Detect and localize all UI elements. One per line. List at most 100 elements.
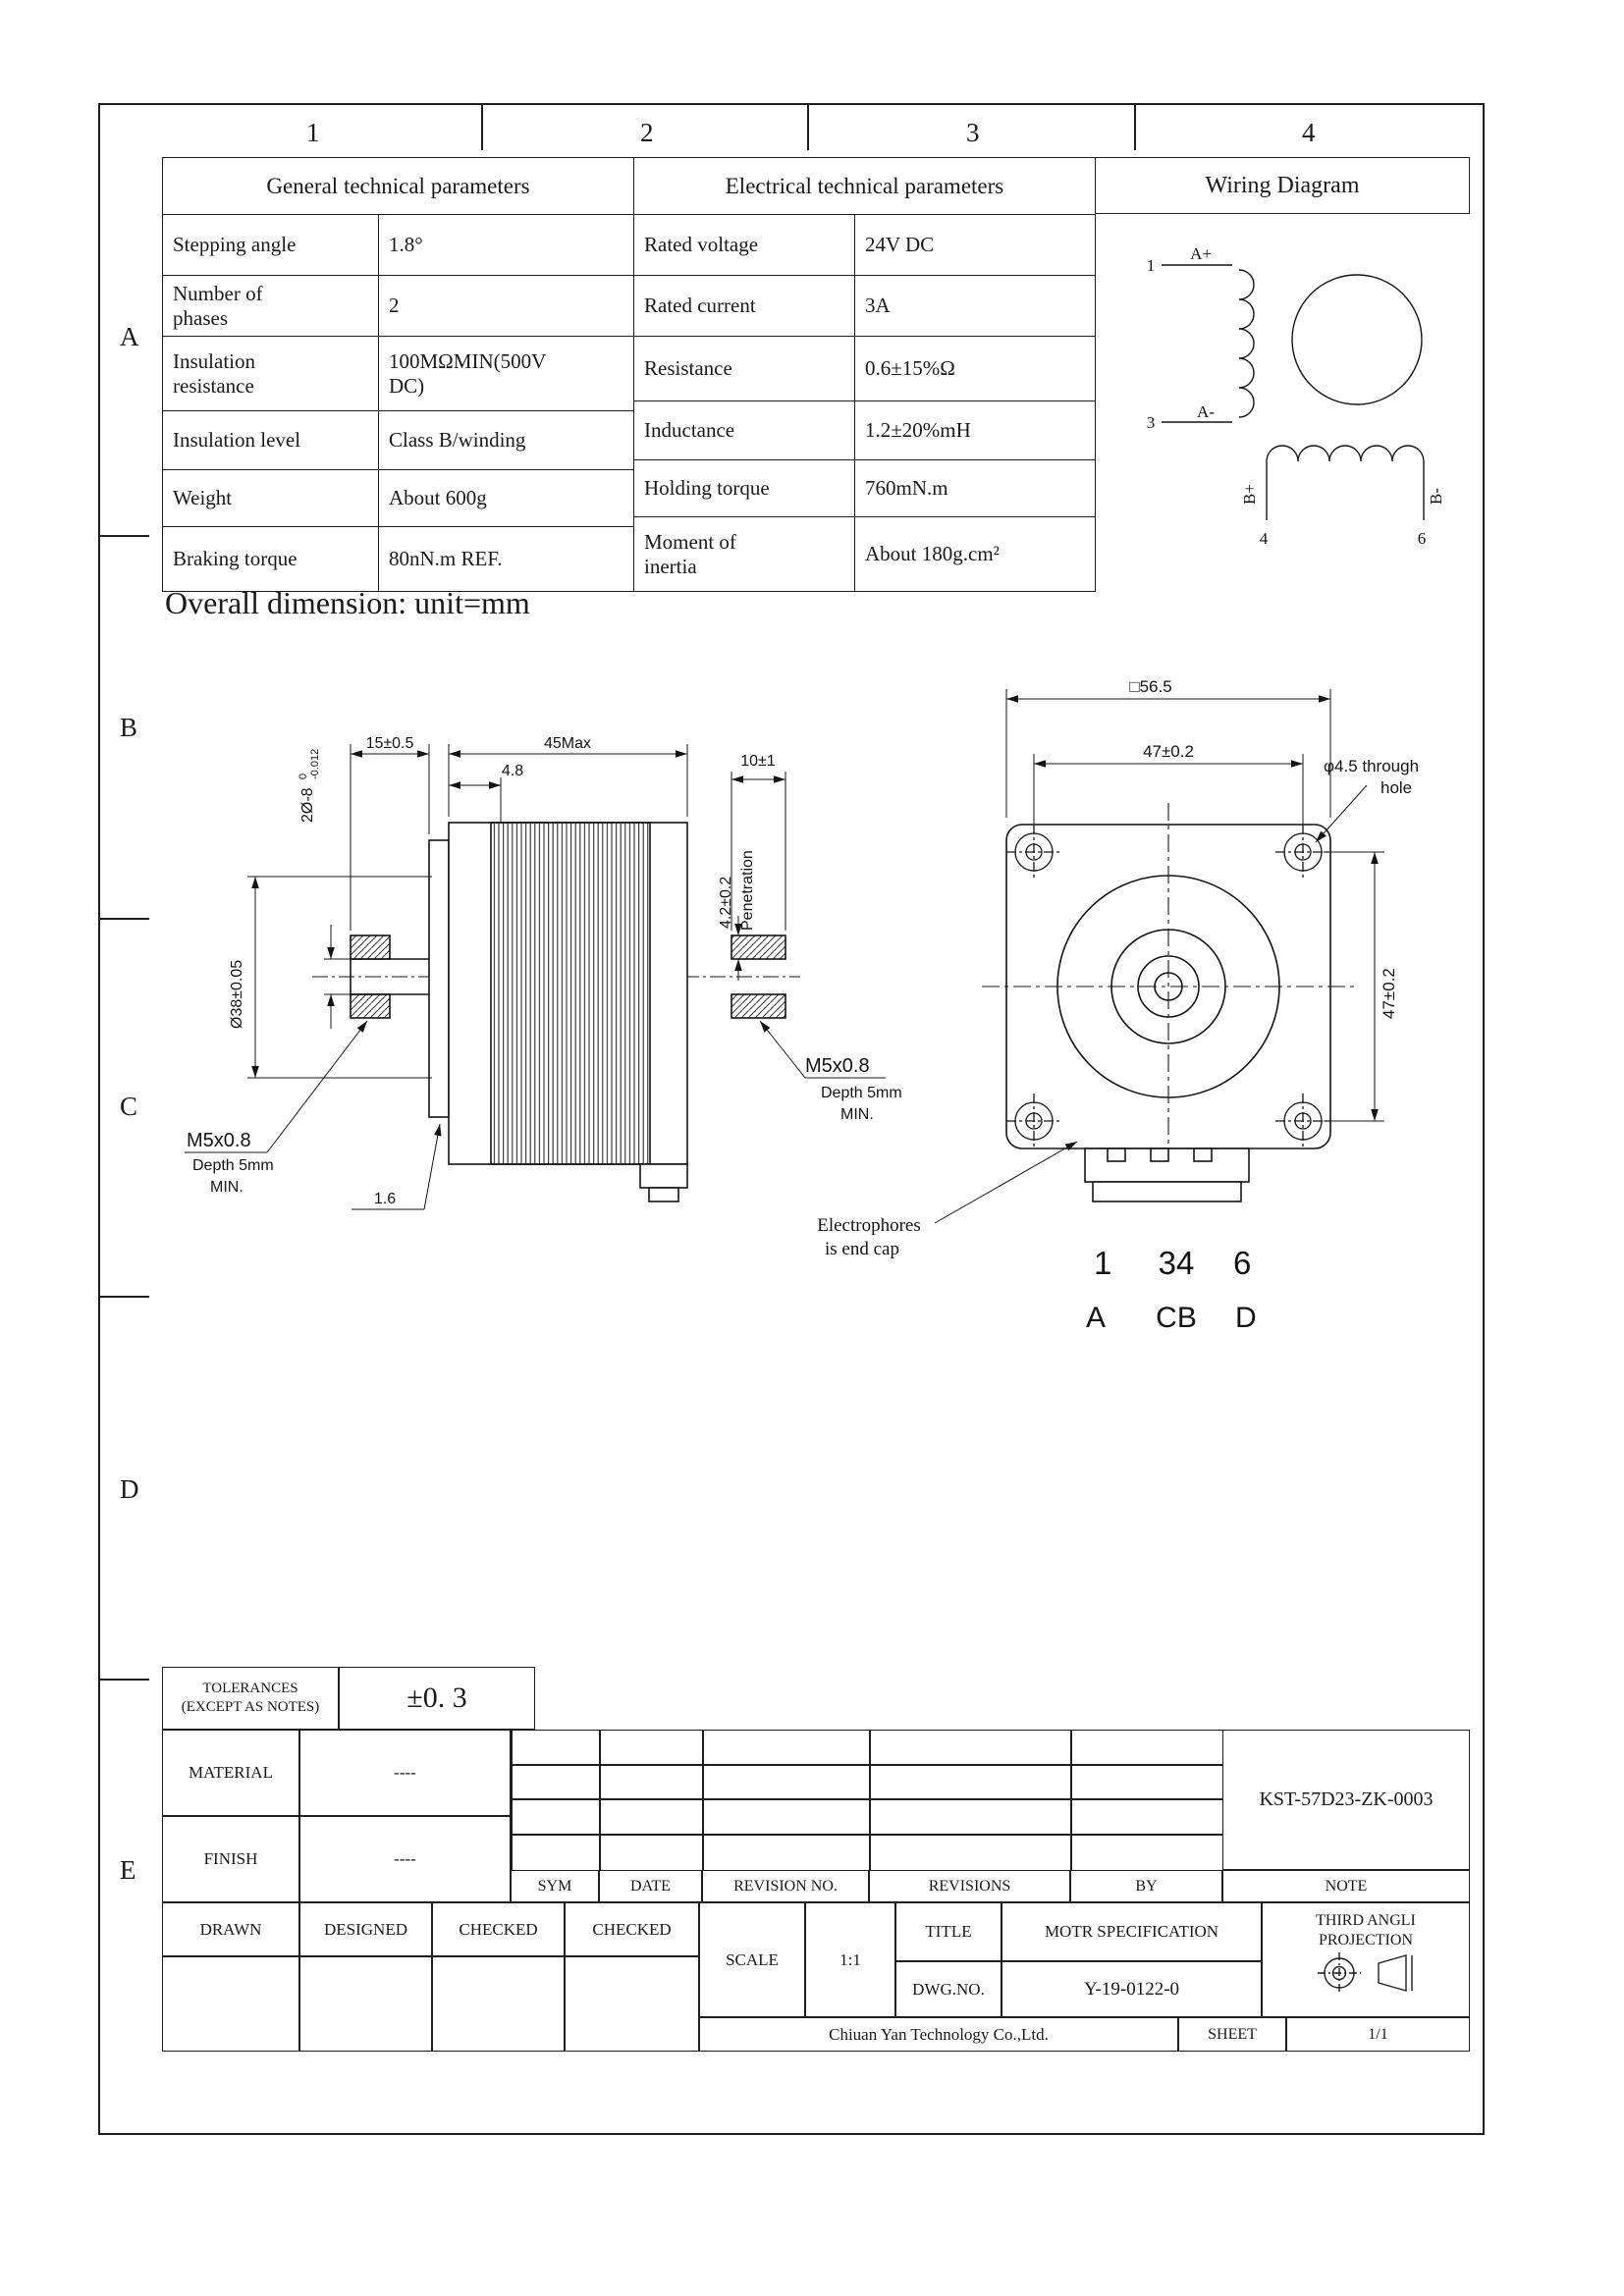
- projection-cell: THIRD ANGLI PROJECTION: [1262, 1902, 1470, 2017]
- svg-text:2Ø-8: 2Ø-8: [299, 787, 316, 823]
- param-value: 2: [378, 275, 634, 337]
- row-tick: [98, 535, 149, 537]
- dim-15: 15±0.5: [366, 735, 414, 752]
- param-label: Rated voltage: [633, 214, 855, 276]
- wiring-pin3-label: 3: [1147, 413, 1156, 432]
- rear-connector-tab: [648, 1187, 679, 1202]
- by-header: BY: [1070, 1870, 1222, 1902]
- param-value: 1.8°: [378, 214, 634, 276]
- electrical-parameters-table: Electrical technical parameters Rated vo…: [633, 157, 1096, 592]
- param-label: Holding torque: [633, 459, 855, 517]
- row-label-c: C: [120, 1092, 138, 1121]
- param-value: About 600g: [378, 469, 634, 527]
- col-tick: [481, 103, 483, 150]
- overall-dimension-heading: Overall dimension: unit=mm: [165, 585, 530, 620]
- param-label: Resistance: [633, 336, 855, 401]
- col-tick: [807, 103, 809, 150]
- thread-note-right: M5x0.8: [805, 1055, 870, 1077]
- checked-value-2: [565, 1956, 699, 2052]
- note-header: NOTE: [1222, 1870, 1470, 1902]
- projection-line2: PROJECTION: [1318, 1932, 1413, 1949]
- param-value: About 180g.cm²: [854, 516, 1096, 592]
- dim-45max: 45Max: [544, 735, 591, 752]
- company-name: Chiuan Yan Technology Co.,Ltd.: [699, 2017, 1178, 2052]
- pin-number-1: 1: [1094, 1245, 1111, 1281]
- through-hole-note-2: hole: [1380, 778, 1412, 797]
- wiring-pin4-label: 4: [1260, 529, 1269, 548]
- param-value: 100MΩMIN(500V DC): [378, 336, 634, 411]
- row-label-d: D: [120, 1474, 139, 1504]
- param-label: Braking torque: [162, 526, 379, 592]
- wiring-diagram: 1 A+ 3 A- B+ B- 4 6: [1147, 244, 1445, 548]
- wiring-a-minus-label: A-: [1197, 402, 1215, 421]
- mounting-hole: [1006, 1094, 1061, 1148]
- motor-front-view: □56.5 47±0.2 φ4.5 through hole 47±0.2 1 …: [817, 677, 1419, 1334]
- projection-line1: THIRD ANGLI: [1316, 1912, 1416, 1929]
- col-label-4: 4: [1302, 118, 1316, 147]
- dim-1-6: 1.6: [374, 1191, 396, 1207]
- dim-4-8: 4.8: [502, 763, 523, 779]
- revision-grid-line: [511, 1834, 1222, 1836]
- shaft-outline: [350, 958, 429, 995]
- wiring-pin1-label: 1: [1147, 256, 1156, 275]
- dim-47-right: 47±0.2: [1380, 968, 1398, 1019]
- param-label: Insulation level: [162, 410, 379, 470]
- drawn-label: DRAWN: [162, 1902, 299, 1956]
- revision-grid-line: [511, 1798, 1222, 1800]
- dimension-drawings: 15±0.5 45Max 4.8 10±1 2Ø-8 0 -0.012 Ø38±…: [185, 677, 1419, 1334]
- designed-label: DESIGNED: [299, 1902, 432, 1956]
- phase-a-coil: [1238, 269, 1255, 418]
- param-label: Weight: [162, 469, 379, 527]
- left-thread-section: [350, 993, 391, 1019]
- dim-pilot-diameter: Ø38±0.05: [229, 960, 245, 1029]
- param-value: 0.6±15%Ω: [854, 336, 1096, 401]
- sym-header: SYM: [511, 1870, 599, 1902]
- electrical-table-title: Electrical technical parameters: [633, 157, 1096, 215]
- front-view-dimension-lines: [934, 689, 1384, 1224]
- wiring-diagram-title: Wiring Diagram: [1095, 157, 1470, 214]
- thread-note-left-depth: Depth 5mm: [192, 1157, 274, 1174]
- phase-letter-d: D: [1235, 1302, 1257, 1334]
- sheet-label: SHEET: [1178, 2017, 1286, 2052]
- dwg-no-value: Y-19-0122-0: [1001, 1961, 1262, 2017]
- param-label: Stepping angle: [162, 214, 379, 276]
- checked-label: CHECKED: [432, 1902, 565, 1956]
- title-label: TITLE: [895, 1902, 1001, 1961]
- tolerances-label: TOLERANCES (EXCEPT AS NOTES): [162, 1667, 339, 1730]
- checked-value: [432, 1956, 565, 2052]
- thread-note-right-min: MIN.: [840, 1106, 874, 1123]
- row-label-b: B: [120, 713, 138, 742]
- row-tick: [98, 1679, 149, 1681]
- dim-penetration-depth: 4.2±0.2: [718, 877, 734, 929]
- wiring-a-plus-label: A+: [1190, 244, 1212, 263]
- finish-value: ----: [299, 1816, 511, 1902]
- motor-body-circle: [1291, 274, 1423, 405]
- designed-value: [299, 1956, 432, 2052]
- third-angle-projection-icon: [1318, 1952, 1413, 1994]
- general-table-title: General technical parameters: [162, 157, 634, 215]
- sheet-value: 1/1: [1286, 2017, 1470, 2052]
- wiring-b-minus-label: B-: [1427, 488, 1445, 505]
- tolerances-line1: TOLERANCES: [202, 1681, 298, 1697]
- dim-square-56-5: □56.5: [1129, 677, 1171, 696]
- tolerances-line2: (EXCEPT AS NOTES): [181, 1699, 320, 1715]
- title-value: MOTR SPECIFICATION: [1001, 1902, 1262, 1961]
- drawn-value: [162, 1956, 299, 2052]
- endcap-note: Electrophores: [817, 1215, 921, 1236]
- material-value: ----: [299, 1730, 511, 1816]
- row-label-e: E: [120, 1855, 136, 1885]
- right-thread-section: [731, 934, 786, 960]
- bottom-connector: [1084, 1148, 1250, 1202]
- param-label: Insulation resistance: [162, 336, 379, 411]
- row-tick: [98, 918, 149, 920]
- mounting-hole: [1275, 1094, 1330, 1148]
- scale-value: 1:1: [805, 1902, 895, 2017]
